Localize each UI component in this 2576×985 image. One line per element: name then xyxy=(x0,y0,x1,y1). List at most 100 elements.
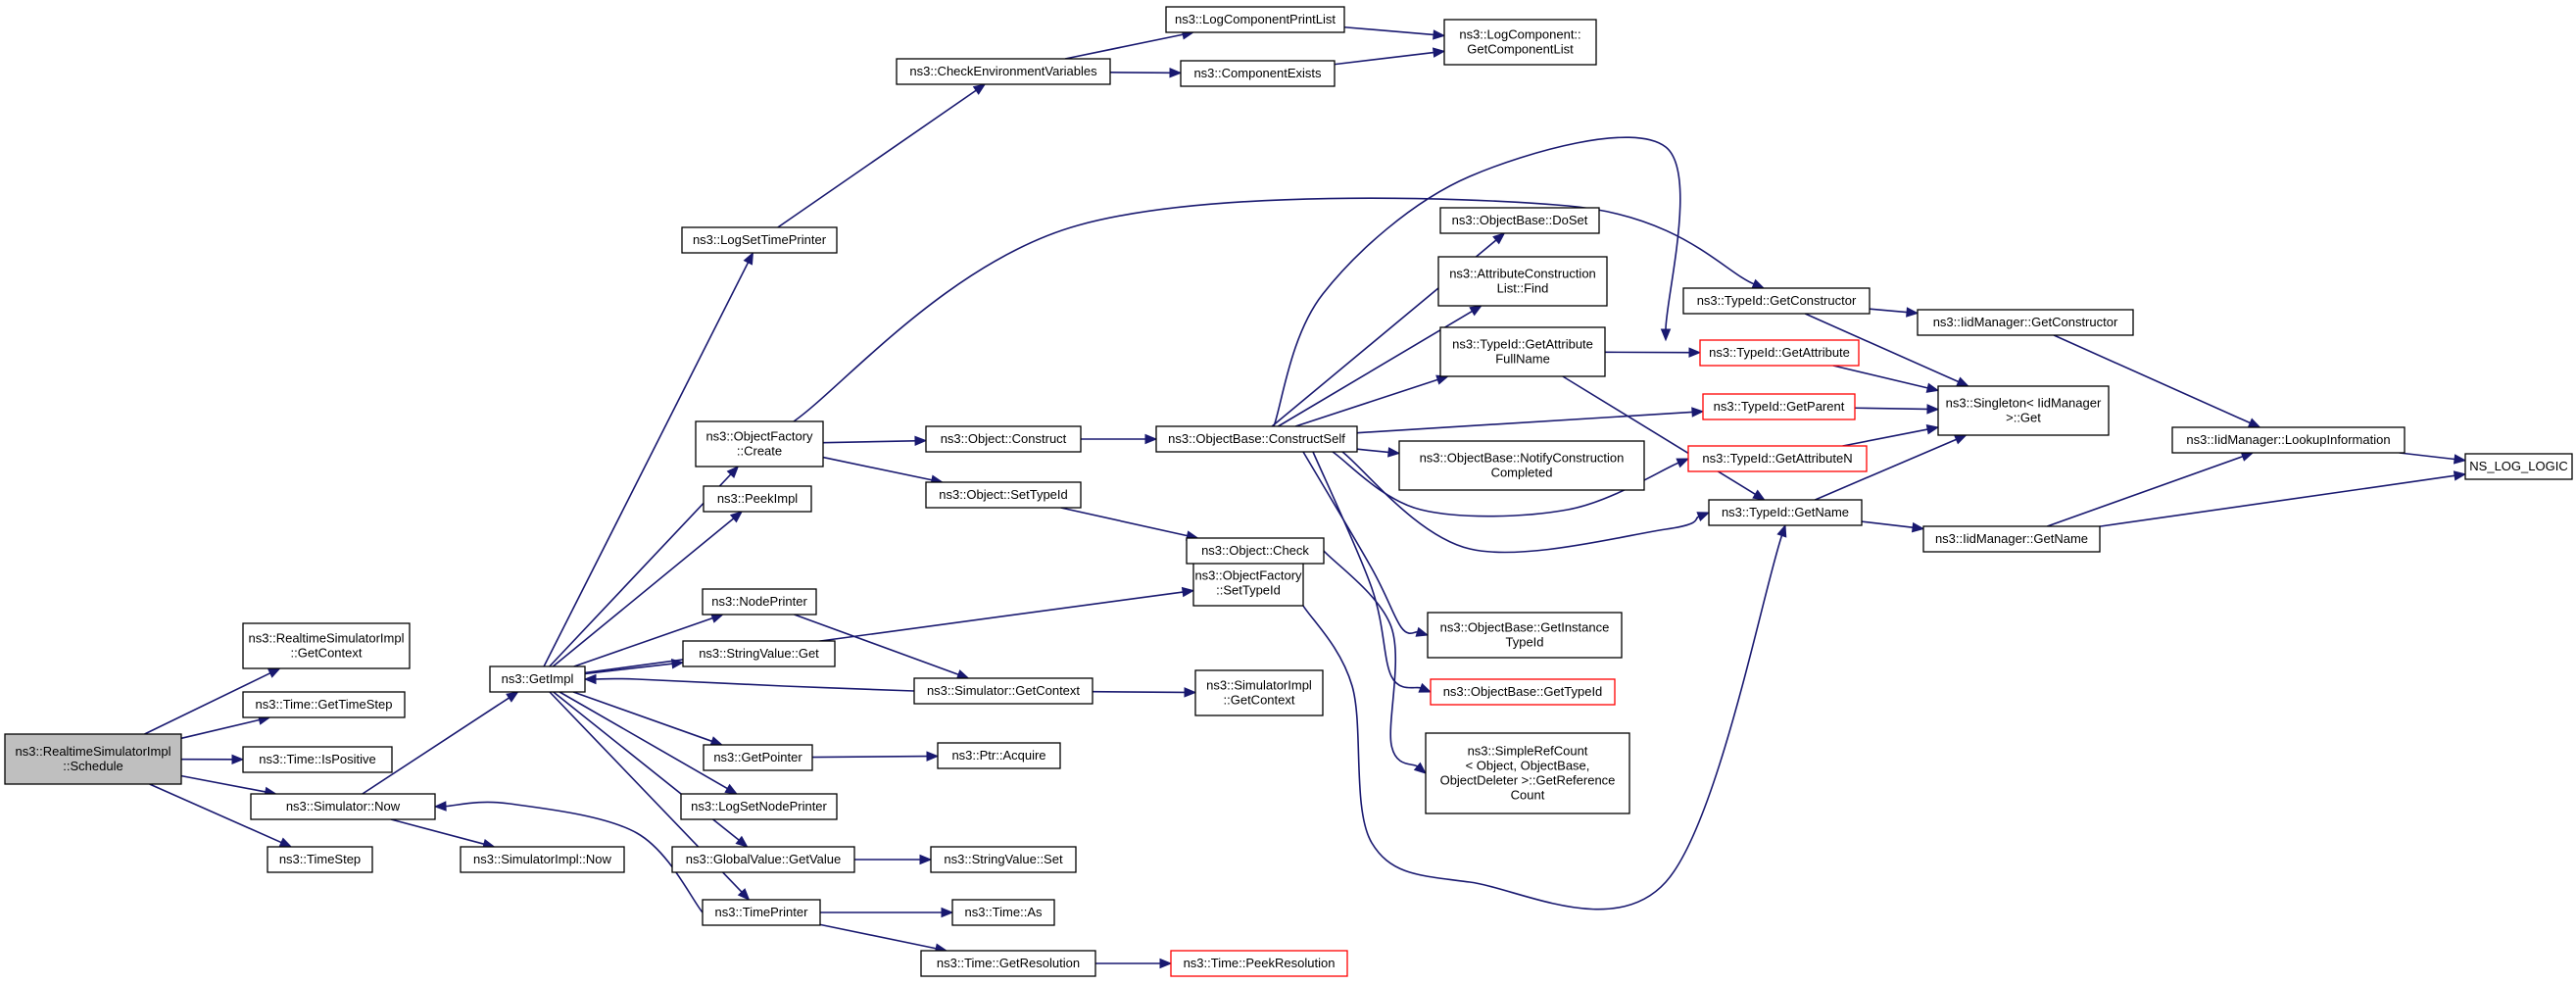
node-label: ns3::ObjectBase::DoSet xyxy=(1452,213,1588,227)
graph-node-logcompprintlist[interactable]: ns3::LogComponentPrintList xyxy=(1165,6,1345,33)
edge-arrowhead xyxy=(1492,232,1506,245)
graph-node-object-check[interactable]: ns3::Object::Check xyxy=(1186,537,1325,565)
graph-node-time-peekresolution[interactable]: ns3::Time::PeekResolution xyxy=(1170,950,1348,977)
graph-node-typeid-getname[interactable]: ns3::TypeId::GetName xyxy=(1708,499,1863,526)
node-box xyxy=(951,899,1055,926)
node-box xyxy=(1702,393,1856,420)
node-label: ns3::TimeStep xyxy=(279,852,361,866)
edge-iid-getname-to-iid-lookupinfo xyxy=(2047,451,2255,527)
graph-node-stringvalue-get[interactable]: ns3::StringValue::Get xyxy=(682,640,836,667)
graph-node-time-gettimestep[interactable]: ns3::Time::GetTimeStep xyxy=(242,691,406,718)
graph-node-timeprinter[interactable]: ns3::TimePrinter xyxy=(702,899,821,926)
node-box xyxy=(1192,560,1304,607)
edge-iid-lookupinfo-to-ns-log-logic xyxy=(2399,452,2467,465)
graph-node-schedule[interactable]: ns3::RealtimeSimulatorImpl::Schedule xyxy=(4,733,182,785)
graph-node-time-getresolution[interactable]: ns3::Time::GetResolution xyxy=(920,950,1096,977)
graph-node-peekimpl[interactable]: ns3::PeekImpl xyxy=(703,485,812,513)
graph-node-simplerefcount[interactable]: ns3::SimpleRefCount< Object, ObjectBase,… xyxy=(1425,732,1630,814)
graph-node-logsettimeprinter[interactable]: ns3::LogSetTimePrinter xyxy=(681,226,838,254)
edge-line xyxy=(573,616,713,667)
graph-node-objbase-notify[interactable]: ns3::ObjectBase::NotifyConstructionCompl… xyxy=(1398,440,1645,491)
graph-node-ptr-acquire[interactable]: ns3::Ptr::Acquire xyxy=(937,742,1061,769)
edge-arrowhead xyxy=(1184,687,1197,698)
node-box xyxy=(695,420,824,468)
node-box xyxy=(1165,6,1345,33)
graph-node-getimpl[interactable]: ns3::GetImpl xyxy=(489,665,586,693)
graph-node-objfactory-create[interactable]: ns3::ObjectFactory::Create xyxy=(695,420,824,468)
edge-line xyxy=(1854,407,1928,411)
node-label: FullName xyxy=(1495,352,1550,367)
graph-node-simimpl-getcontext[interactable]: ns3::SimulatorImpl::GetContext xyxy=(1194,669,1324,716)
graph-node-logsetnodeprinter[interactable]: ns3::LogSetNodePrinter xyxy=(680,793,838,820)
node-box xyxy=(460,846,625,873)
graph-node-simulator-now[interactable]: ns3::Simulator::Now xyxy=(250,793,436,820)
graph-node-globalvalue-getvalue[interactable]: ns3::GlobalValue::GetValue xyxy=(671,846,855,873)
edge-arrowhead xyxy=(2247,418,2261,428)
edge-getpointer-to-ptr-acquire xyxy=(811,751,940,762)
graph-node-objfactory-settypeid[interactable]: ns3::ObjectFactory::SetTypeId xyxy=(1192,560,1304,607)
node-box xyxy=(1439,207,1600,234)
graph-node-singleton-get[interactable]: ns3::Singleton< IidManager>::Get xyxy=(1937,385,2110,436)
graph-node-logcomp-getlist[interactable]: ns3::LogComponent::GetComponentList xyxy=(1443,19,1597,66)
graph-node-time-ispositive[interactable]: ns3::Time::IsPositive xyxy=(242,746,393,773)
graph-node-simimpl-now[interactable]: ns3::SimulatorImpl::Now xyxy=(460,846,625,873)
node-label: ns3::TypeId::GetAttribute xyxy=(1709,345,1850,360)
graph-node-nodeprinter[interactable]: ns3::NodePrinter xyxy=(702,588,817,616)
edge-arrowhead xyxy=(709,736,724,747)
graph-node-object-settypeid[interactable]: ns3::Object::SetTypeId xyxy=(925,481,1082,509)
graph-node-time-as[interactable]: ns3::Time::As xyxy=(951,899,1055,926)
edge-objbase-constructself-to-objbase-notify xyxy=(1356,447,1401,458)
graph-node-objbase-constructself[interactable]: ns3::ObjectBase::ConstructSelf xyxy=(1155,425,1358,453)
node-label: ns3::ObjectBase::GetInstance xyxy=(1440,620,1610,635)
node-box xyxy=(896,58,1111,85)
graph-node-timestep[interactable]: ns3::TimeStep xyxy=(267,846,373,873)
graph-node-componentexists[interactable]: ns3::ComponentExists xyxy=(1180,60,1336,87)
node-label: ns3::TypeId::GetParent xyxy=(1714,399,1845,414)
graph-node-checkenv[interactable]: ns3::CheckEnvironmentVariables xyxy=(896,58,1111,85)
graph-node-iid-lookupinfo[interactable]: ns3::IidManager::LookupInformation xyxy=(2171,426,2406,454)
graph-node-objbase-doset[interactable]: ns3::ObjectBase::DoSet xyxy=(1439,207,1600,234)
graph-node-typeid-getparent[interactable]: ns3::TypeId::GetParent xyxy=(1702,393,1856,420)
edge-object-construct-to-objbase-constructself xyxy=(1081,433,1158,445)
edge-line xyxy=(1323,550,1419,767)
edge-line xyxy=(1842,428,1928,447)
graph-node-iid-getconstructor[interactable]: ns3::IidManager::GetConstructor xyxy=(1917,309,2134,336)
edge-arrowhead xyxy=(231,754,245,765)
edge-simulator-now-to-simimpl-now xyxy=(390,818,496,850)
edge-line xyxy=(2047,455,2244,527)
edge-typeid-getattributen-to-singleton-get xyxy=(1842,424,1940,447)
edge-arrowhead xyxy=(919,854,933,865)
edge-arrowhead xyxy=(1926,404,1940,415)
node-label: ns3::SimulatorImpl xyxy=(1206,678,1312,693)
node-box xyxy=(703,485,812,513)
edge-arrowhead xyxy=(743,251,754,266)
graph-node-stringvalue-set[interactable]: ns3::StringValue::Set xyxy=(930,846,1077,873)
graph-node-sim-getcontext[interactable]: ns3::Simulator::GetContext xyxy=(913,677,1094,705)
graph-node-iid-getname[interactable]: ns3::IidManager::GetName xyxy=(1922,525,2101,553)
edge-arrowhead xyxy=(583,673,597,685)
edge-arrowhead xyxy=(735,835,749,848)
graph-node-object-construct[interactable]: ns3::Object::Construct xyxy=(925,425,1082,453)
edge-checkenv-to-componentexists xyxy=(1109,68,1183,78)
node-label: < Object, ObjectBase, xyxy=(1466,759,1590,773)
node-box xyxy=(1682,287,1871,315)
graph-node-rsi-getcontext[interactable]: ns3::RealtimeSimulatorImpl::GetContext xyxy=(242,622,411,669)
graph-node-getpointer[interactable]: ns3::GetPointer xyxy=(703,744,813,771)
edge-arrowhead xyxy=(1181,586,1195,598)
edge-arrowhead xyxy=(724,783,739,795)
edge-arrowhead xyxy=(726,466,740,478)
graph-node-ns-log-logic[interactable]: NS_LOG_LOGIC xyxy=(2464,453,2573,480)
graph-node-typeid-getconstructor[interactable]: ns3::TypeId::GetConstructor xyxy=(1682,287,1871,315)
edge-time-getresolution-to-time-peekresolution xyxy=(1095,958,1173,969)
edge-arrowhead xyxy=(1413,762,1428,774)
edge-line xyxy=(811,755,928,759)
node-box xyxy=(1194,669,1324,716)
node-label: ns3::LogComponent:: xyxy=(1459,27,1580,42)
edge-line xyxy=(1302,535,1783,911)
graph-node-typeid-getattributen[interactable]: ns3::TypeId::GetAttributeN xyxy=(1687,445,1868,472)
graph-node-typeid-getattribute[interactable]: ns3::TypeId::GetAttribute xyxy=(1699,339,1860,367)
graph-node-objbase-gettypeid[interactable]: ns3::ObjectBase::GetTypeId xyxy=(1430,678,1616,706)
